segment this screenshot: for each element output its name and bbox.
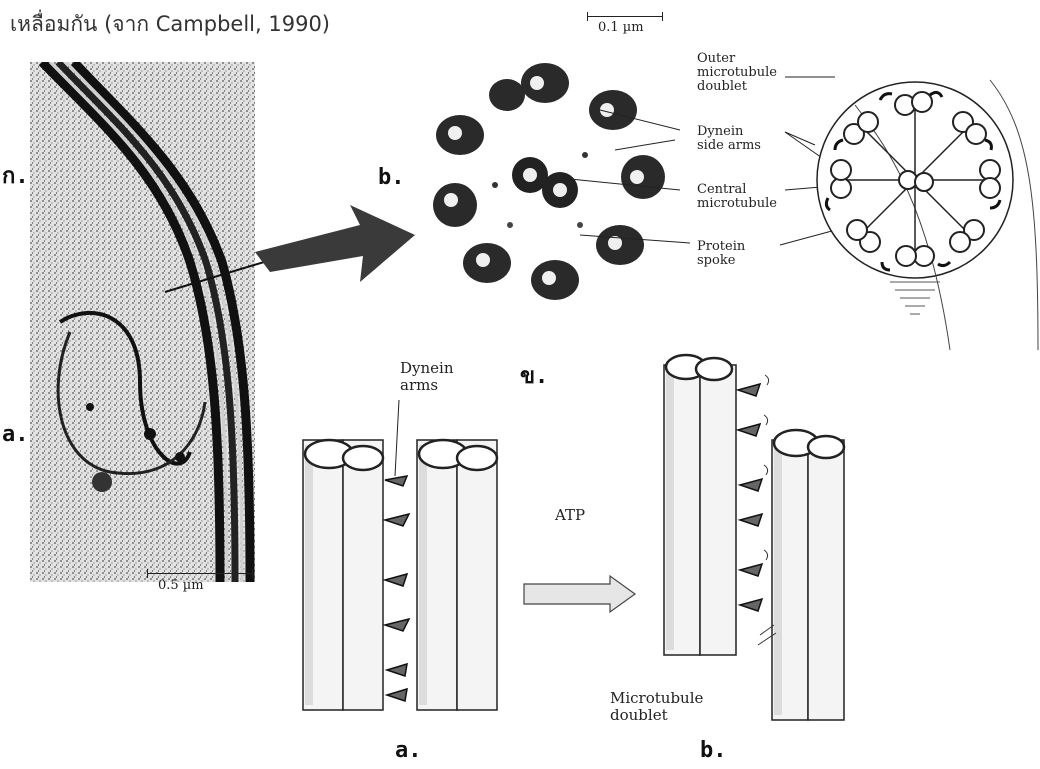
doublets-before-sliding [295,400,525,720]
panel-letter-a-bottom: a. [395,738,422,763]
label-outer-line3: doublet [697,80,777,94]
label-protein-line1: Protein [697,240,745,254]
label-central-line1: Central [697,183,777,197]
label-dynein-arms: Dynein arms [400,360,454,394]
label-dynein-side-arms: Dynein side arms [697,125,761,153]
label-atp: ATP [555,508,585,522]
atp-arrow [520,574,640,614]
doublets-after-sliding [660,345,880,725]
panel-letter-a-top: a. [2,422,29,447]
label-protein-spoke: Protein spoke [697,240,745,268]
label-dynein-arms-line1: Dynein [400,360,454,377]
panel-letter-b-top: b. [378,165,405,190]
label-central-microtubule: Central microtubule [697,183,777,211]
label-dynein-line2: side arms [697,139,761,153]
scale-bar-0-5um [147,573,253,574]
label-microtubule-doublet-line1: Microtubule [610,690,703,707]
label-leader-lines [560,50,1040,350]
label-outer-microtubule-doublet: Outer microtubule doublet [697,52,777,94]
label-central-line2: microtubule [697,197,777,211]
panel-letter-ko: ก. [2,158,29,193]
panel-letter-kho: ข. [520,358,548,393]
scale-bar-0-1um [587,16,663,17]
label-protein-line2: spoke [697,254,745,268]
magnify-arrow [160,190,420,300]
scale-label-0-1um: 0.1 µm [598,20,644,35]
label-microtubule-doublet: Microtubule doublet [610,690,703,724]
electron-micrograph [30,62,290,582]
label-dynein-line1: Dynein [697,125,761,139]
label-microtubule-doublet-line2: doublet [610,707,703,724]
label-dynein-arms-line2: arms [400,377,454,394]
label-outer-line2: microtubule [697,66,777,80]
figure-caption: เหลื่อมกัน (จาก Campbell, 1990) [10,8,330,41]
scale-label-0-5um: 0.5 µm [158,578,204,593]
label-outer-line1: Outer [697,52,777,66]
panel-letter-b-bottom: b. [700,738,727,763]
